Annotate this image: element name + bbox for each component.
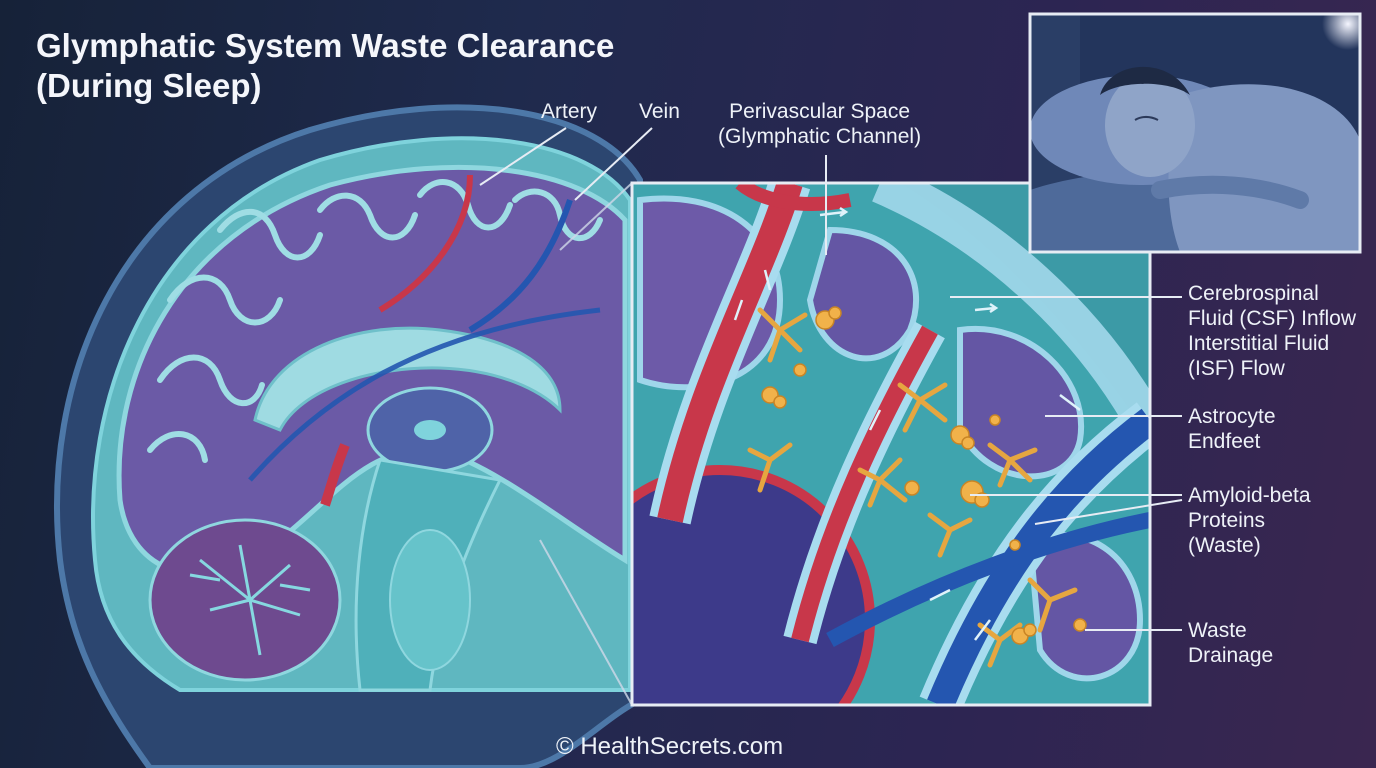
label-drain-line-2: Drainage [1188, 644, 1274, 667]
copyright-credit: © HealthSecrets.com [556, 733, 784, 760]
sleeping-person-illustration [1028, 12, 1362, 254]
flow-arrows [733, 206, 1081, 641]
label-perivascular-line-1: Perivascular Space [729, 100, 910, 123]
brain-sagittal-illustration [54, 104, 643, 768]
label-astro-line-2: Endfeet [1188, 430, 1261, 453]
title-line-2: (During Sleep) [36, 67, 262, 104]
label-amyloid-line-1: Amyloid-beta [1188, 484, 1311, 507]
leader-lines [479, 127, 1183, 700]
moon-icon [1322, 14, 1360, 50]
brain-vein [468, 199, 573, 333]
label-amyloid: Amyloid-beta Proteins (Waste) [1188, 483, 1311, 558]
label-amyloid-line-3: (Waste) [1188, 534, 1261, 557]
label-drain-line-1: Waste [1188, 619, 1247, 642]
label-artery: Artery [541, 100, 598, 123]
brain-artery [378, 174, 473, 313]
label-perivascular: Perivascular Space (Glymphatic Channel) [718, 99, 921, 149]
zoom-panel [630, 181, 1152, 707]
label-astrocyte: Astrocyte Endfeet [1188, 404, 1276, 454]
label-csf-line-2: Fluid (CSF) Inflow [1188, 307, 1357, 330]
label-amyloid-line-2: Proteins [1188, 509, 1266, 532]
corpus-callosum [253, 326, 562, 432]
label-perivascular-line-2: (Glymphatic Channel) [718, 125, 922, 148]
zoom-connector [539, 182, 633, 706]
label-csf-line-1: Cerebrospinal [1188, 282, 1319, 305]
amyloid-beta-clusters [761, 306, 1087, 645]
label-astro-line-1: Astrocyte [1188, 405, 1276, 428]
arbor-vitae [189, 544, 311, 656]
title-line-1: Glymphatic System Waste Clearance [36, 27, 615, 64]
label-isf-line-1: Interstitial Fluid [1188, 332, 1330, 355]
label-csf-isf: Cerebrospinal Fluid (CSF) Inflow Interst… [1188, 281, 1356, 381]
astrocyte-endfeet [747, 307, 1078, 668]
label-waste-drainage: Waste Drainage [1188, 618, 1273, 668]
page-title: Glymphatic System Waste Clearance (Durin… [36, 26, 756, 106]
third-ventricle [414, 420, 446, 440]
label-vein: Vein [639, 100, 680, 123]
label-isf-line-2: (ISF) Flow [1188, 357, 1285, 380]
